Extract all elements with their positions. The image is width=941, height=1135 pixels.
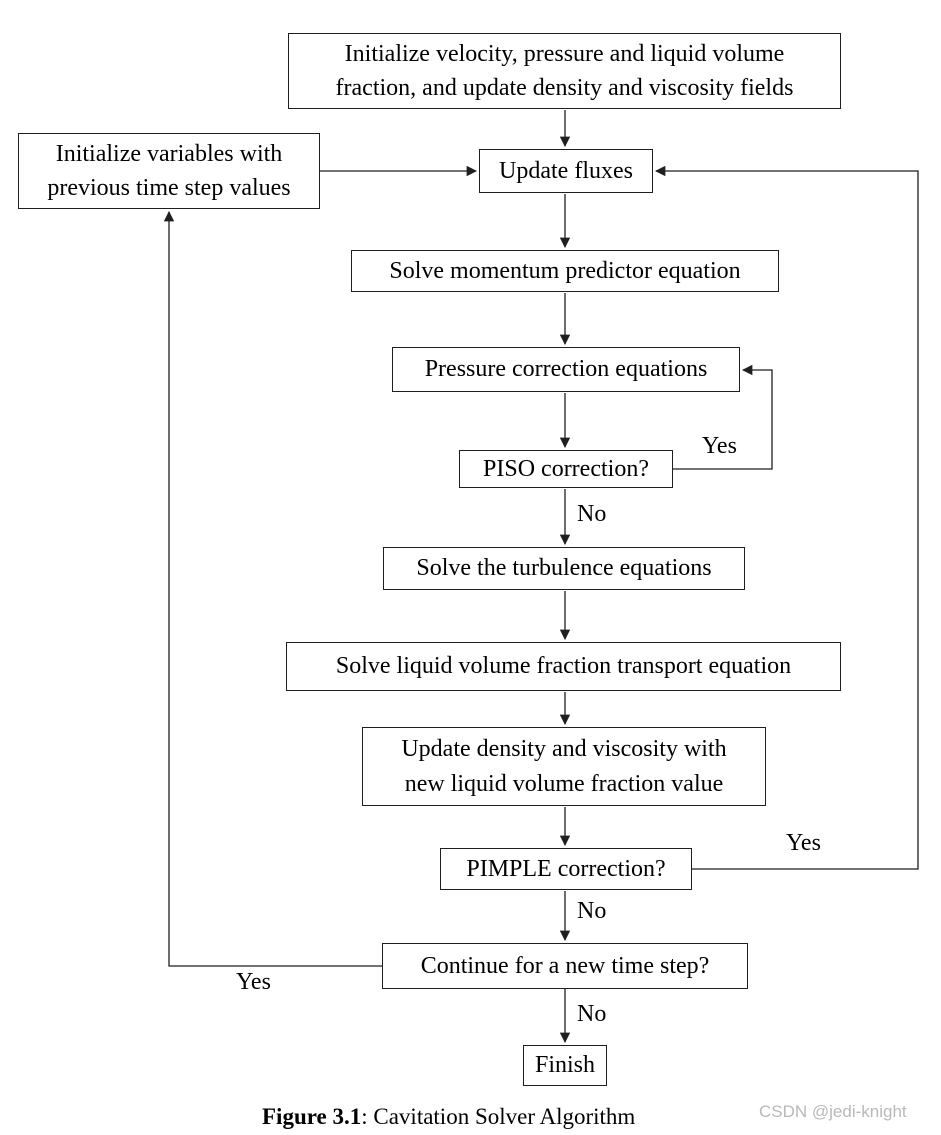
node-update-fluxes: Update fluxes: [479, 149, 653, 193]
node-update-density-viscosity: Update density and viscosity with new li…: [362, 727, 766, 806]
edge-label-piso-yes: Yes: [702, 433, 737, 459]
edge-label-pimple-no: No: [577, 898, 607, 924]
node-piso-correction-decision: PISO correction?: [459, 450, 673, 488]
node-initialize-previous-values: Initialize variables with previous time …: [18, 133, 320, 209]
edge-label-continue-no: No: [577, 1001, 607, 1027]
node-text-line: Solve momentum predictor equation: [389, 257, 741, 284]
node-initialize-fields: Initialize velocity, pressure and liquid…: [288, 33, 841, 109]
node-momentum-predictor: Solve momentum predictor equation: [351, 250, 779, 292]
node-turbulence-equations: Solve the turbulence equations: [383, 547, 745, 590]
node-text-line: PISO correction?: [483, 455, 649, 482]
figure-caption: Figure 3.1: Cavitation Solver Algorithm: [262, 1104, 635, 1130]
node-text-line: Pressure correction equations: [424, 356, 708, 383]
edge-label-pimple-yes: Yes: [786, 830, 821, 856]
node-text-line: PIMPLE correction?: [466, 855, 666, 882]
node-pressure-correction: Pressure correction equations: [392, 347, 740, 392]
node-text-line: Update density and viscosity with: [401, 736, 727, 763]
node-liquid-volume-fraction-transport: Solve liquid volume fraction transport e…: [286, 642, 841, 691]
node-text-line: previous time step values: [47, 175, 291, 201]
node-text-line: Initialize variables with: [55, 140, 283, 167]
edge-label-continue-yes: Yes: [236, 969, 271, 995]
node-finish: Finish: [523, 1045, 607, 1086]
node-text-line: Solve liquid volume fraction transport e…: [335, 653, 792, 680]
node-text-line: Initialize velocity, pressure and liquid…: [344, 40, 785, 67]
node-text-line: fraction, and update density and viscosi…: [335, 75, 794, 101]
node-text-line: Solve the turbulence equations: [416, 555, 712, 582]
figure-caption-text: : Cavitation Solver Algorithm: [361, 1104, 636, 1129]
node-text-line: Continue for a new time step?: [420, 952, 710, 979]
node-text-line: Finish: [534, 1052, 596, 1079]
edge-label-piso-no: No: [577, 501, 607, 527]
watermark: CSDN @jedi-knight: [759, 1102, 907, 1121]
node-text-line: Update fluxes: [499, 157, 633, 184]
figure-caption-label: Figure 3.1: [262, 1104, 362, 1129]
arrow-continue-yes-to-prev: [163, 210, 382, 967]
node-text-line: new liquid volume fraction value: [404, 770, 724, 797]
node-pimple-correction-decision: PIMPLE correction?: [440, 848, 692, 890]
node-continue-time-step-decision: Continue for a new time step?: [382, 943, 748, 989]
